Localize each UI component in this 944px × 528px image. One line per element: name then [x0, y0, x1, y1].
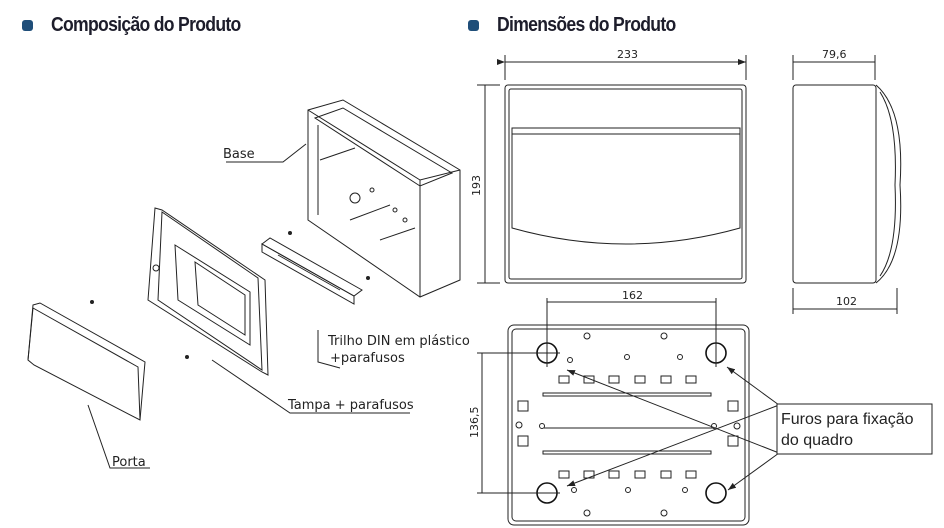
- cover-part: [90, 207, 269, 376]
- label-base: Base: [223, 147, 255, 162]
- composition-title: Composição do Produto: [51, 14, 241, 36]
- dimensions-title: Dimensões do Produto: [497, 14, 676, 36]
- base-part: [307, 99, 461, 298]
- door-part: [27, 302, 146, 421]
- dimensions-header: Dimensões do Produto: [468, 14, 700, 37]
- callout-line2: do quadro: [781, 432, 853, 449]
- dim-hole-spacing-v: 136,5: [468, 407, 481, 439]
- back-view: [477, 298, 933, 526]
- mounting-holes: [536, 342, 727, 504]
- side-view: [792, 55, 902, 314]
- bullet-icon: [22, 20, 33, 31]
- front-view: [477, 55, 747, 284]
- composition-header: Composição do Produto: [22, 14, 266, 37]
- label-din-rail-screws: +parafusos: [330, 351, 405, 366]
- label-door: Porta: [112, 455, 146, 470]
- dim-width: 233: [617, 48, 638, 61]
- callout-line1: Furos para fixação: [781, 411, 914, 428]
- dim-depth-bottom: 102: [836, 295, 857, 308]
- dim-depth-top: 79,6: [822, 48, 847, 61]
- label-din-rail: Trilho DIN em plástico: [327, 334, 470, 349]
- dim-hole-spacing-h: 162: [622, 289, 643, 302]
- dim-height: 193: [470, 175, 483, 196]
- din-rail-part: [261, 231, 370, 305]
- label-cover: Tampa + parafusos: [287, 398, 414, 413]
- bullet-icon: [468, 20, 479, 31]
